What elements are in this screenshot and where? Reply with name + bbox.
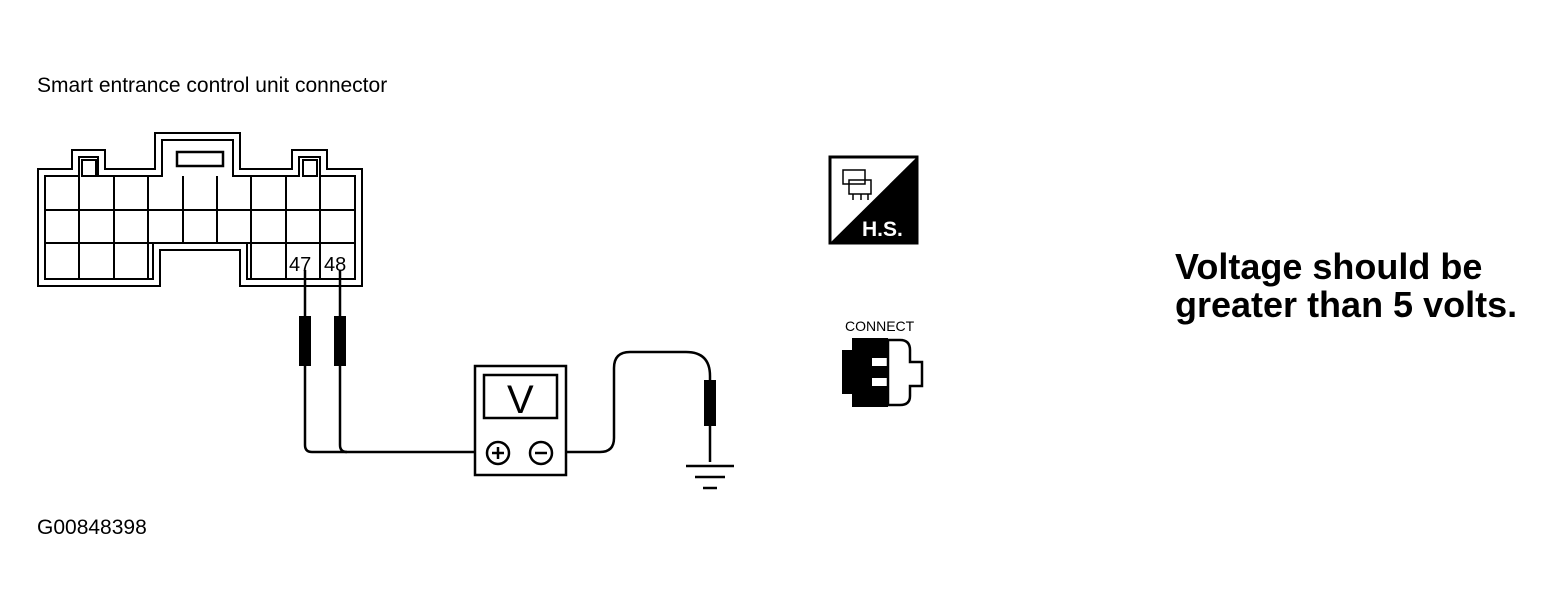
connector-tab-right	[302, 159, 318, 177]
probe-wires	[303, 270, 712, 462]
diagram-caption: Smart entrance control unit connector	[37, 74, 388, 97]
instruction-line-1: Voltage should be	[1175, 246, 1483, 287]
pin-47-label: 47	[289, 254, 311, 276]
connector-latch	[175, 150, 225, 168]
figure-id: G00848398	[37, 516, 147, 539]
hs-icon	[828, 155, 919, 245]
connector-pictogram	[842, 169, 872, 200]
connector-inner-outline	[44, 139, 356, 280]
probe-wire-47	[303, 270, 475, 454]
ground-probe	[704, 380, 716, 426]
connector-tab-left	[81, 159, 97, 177]
connect-icon	[842, 338, 924, 407]
instruction-line-2: greater than 5 volts.	[1175, 284, 1518, 325]
voltmeter-display	[482, 373, 559, 420]
probe-47	[299, 316, 311, 366]
voltage-instruction: Voltage should be greater than 5 volts.	[1175, 248, 1517, 324]
probe-48	[334, 316, 346, 366]
positive-terminal	[485, 440, 511, 466]
probe-wire-48	[338, 270, 348, 454]
hs-icon-label: H.S.	[862, 218, 903, 241]
voltmeter-label: V	[507, 378, 534, 422]
voltmeter	[473, 364, 568, 477]
ground-wire	[565, 350, 712, 462]
negative-terminal	[528, 440, 554, 466]
ground-symbol	[686, 464, 734, 490]
connector	[37, 132, 363, 287]
voltmeter-body	[473, 364, 568, 477]
connect-icon-label: CONNECT	[845, 318, 915, 334]
connector-outline	[37, 132, 363, 287]
pin-48-label: 48	[324, 254, 346, 276]
